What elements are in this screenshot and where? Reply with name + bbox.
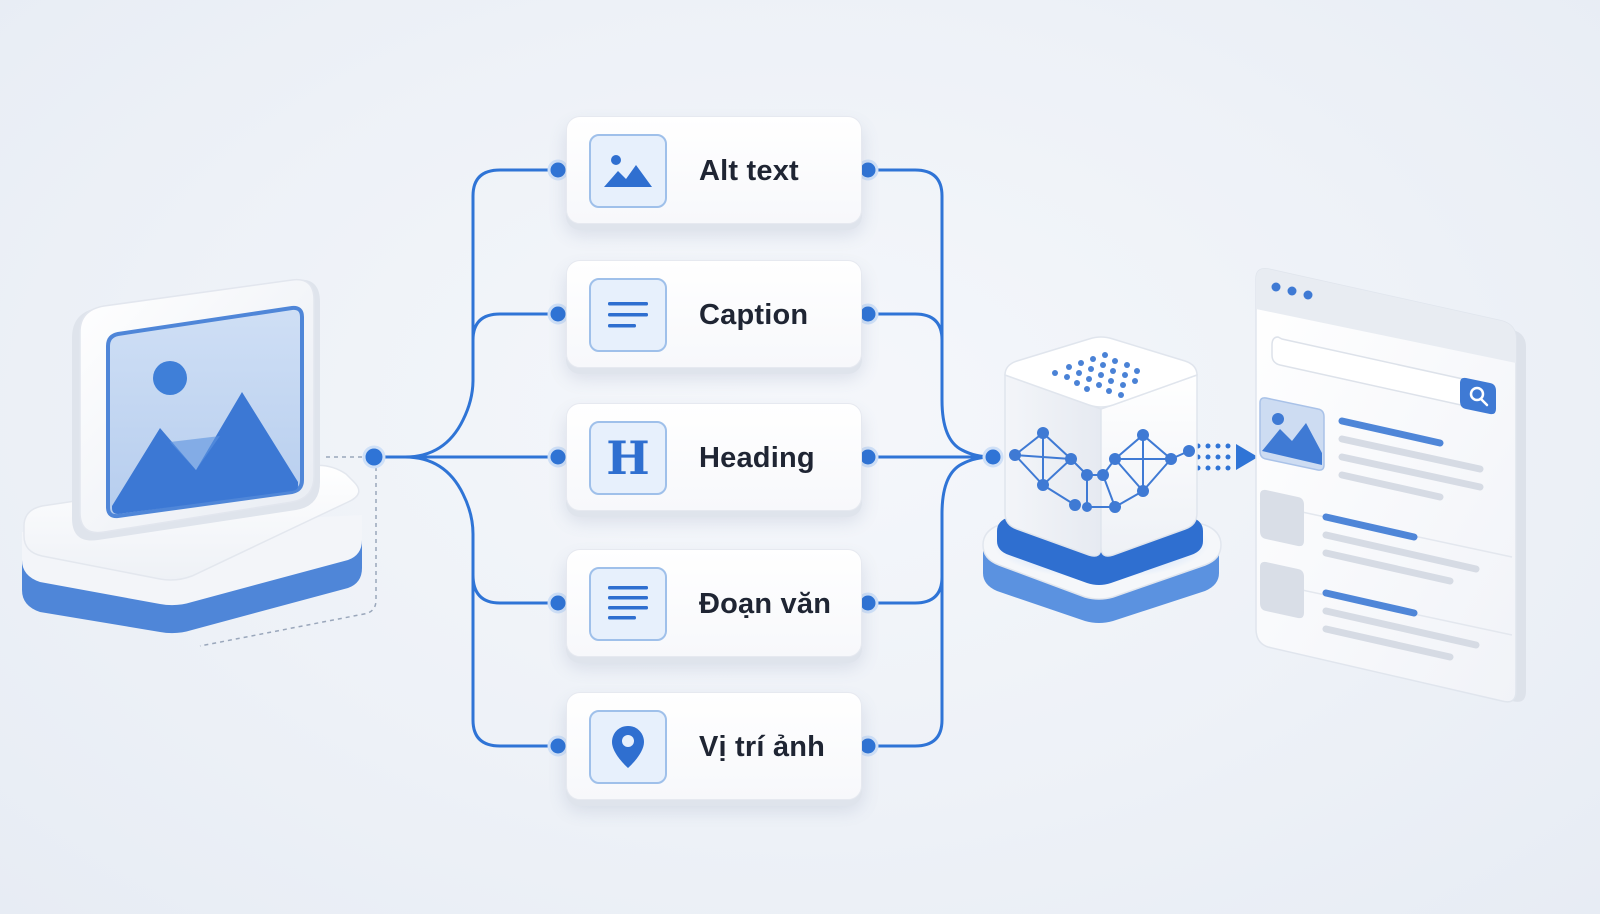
card-caption: Caption — [566, 260, 862, 368]
card-label: Caption — [699, 299, 809, 331]
location-pin-icon — [589, 710, 667, 784]
card-label: Alt text — [699, 155, 799, 187]
paragraph-lines-icon — [589, 567, 667, 641]
heading-icon: H — [589, 421, 667, 495]
window-dot-icon — [1303, 290, 1313, 300]
window-dot-icon — [1271, 282, 1281, 292]
card-label: Vị trí ảnh — [699, 731, 826, 763]
card-label: Heading — [699, 442, 815, 474]
card-paragraph: Đoạn văn — [566, 549, 862, 657]
card-heading: H Heading — [566, 403, 862, 511]
image-icon — [589, 134, 667, 208]
heading-glyph: H — [606, 431, 650, 485]
search-icon — [1460, 377, 1496, 415]
card-alt-text: Alt text — [566, 116, 862, 224]
card-image-location: Vị trí ảnh — [566, 692, 862, 800]
window-dot-icon — [1287, 286, 1297, 296]
browser-page-mockup — [1255, 267, 1526, 703]
ai-processor-cube — [982, 336, 1222, 623]
source-image-platform — [22, 278, 362, 634]
card-label: Đoạn văn — [699, 588, 832, 620]
caption-lines-icon — [589, 278, 667, 352]
